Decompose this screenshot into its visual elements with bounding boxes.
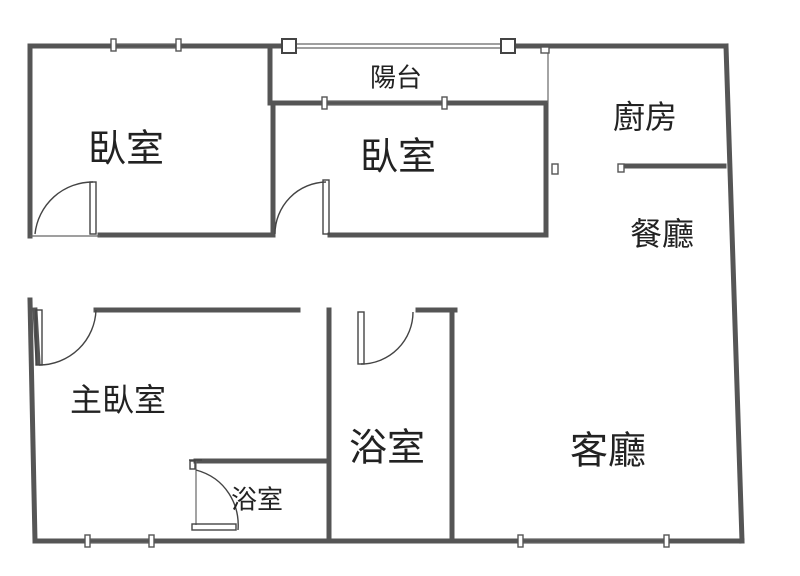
label-living-room: 客廳	[570, 429, 646, 473]
label-bathroom-ensuite: 浴室	[231, 486, 283, 516]
label-bedroom-middle: 臥室	[360, 135, 436, 179]
label-master-bedroom: 主臥室	[70, 381, 166, 419]
window-lines	[30, 43, 666, 544]
door-bedroom-left	[34, 181, 97, 235]
door-bathroom-main	[357, 311, 414, 365]
interior-walls	[32, 43, 727, 544]
door-master-bedroom	[35, 309, 97, 366]
label-dining: 餐廳	[630, 215, 694, 253]
label-bedroom-left: 臥室	[88, 127, 164, 171]
label-bathroom-main: 浴室	[349, 426, 425, 470]
door-bathroom-ensuite	[189, 459, 239, 531]
door-bedroom-middle	[274, 179, 330, 235]
label-kitchen: 廚房	[613, 98, 677, 136]
label-balcony: 陽台	[370, 64, 422, 94]
window-posts	[84, 38, 670, 548]
pillars	[281, 38, 516, 54]
room-labels: 臥室 陽台 臥室 廚房 餐廳 主臥室 浴室 浴室 客廳	[70, 64, 694, 516]
